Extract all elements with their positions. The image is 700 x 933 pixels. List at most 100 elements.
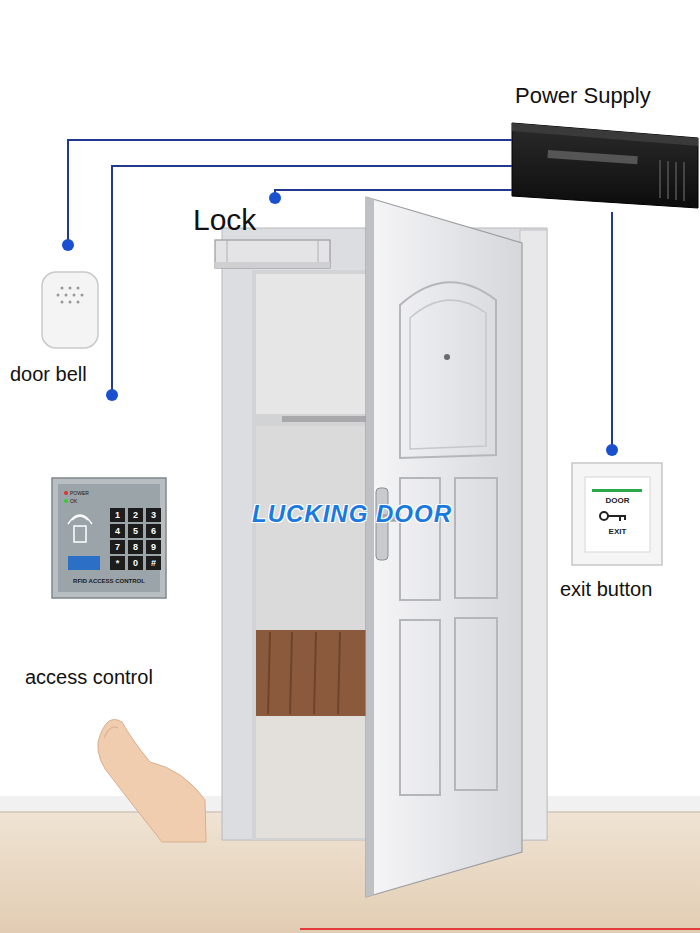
key-digit: * [110, 556, 125, 570]
door-bell-unit-part [61, 287, 64, 290]
door-frame-part [268, 632, 270, 714]
door-panel-part [400, 282, 496, 458]
power-supply-box-part [512, 123, 698, 146]
keypad-unit-part [110, 556, 125, 570]
wire [68, 140, 512, 250]
door-bell-unit-part [81, 294, 84, 297]
door-panel-part [455, 618, 497, 790]
pointing-hand-part [98, 720, 206, 843]
keypad-unit-part [146, 524, 161, 538]
pointing-hand-part [104, 727, 118, 738]
key-digit: 5 [128, 524, 143, 538]
door-frame-part [314, 632, 316, 714]
button-label: EXIT [585, 528, 650, 536]
door-frame-part [290, 632, 292, 714]
door-frame-part [338, 632, 340, 714]
wire-end-dot [62, 239, 74, 251]
key-digit: 8 [128, 540, 143, 554]
door-bell-unit-part [77, 287, 80, 290]
device-label: Lock [193, 203, 256, 236]
door-bell-unit [42, 272, 98, 348]
wire [611, 212, 613, 455]
wire-end-dot [606, 444, 618, 456]
door-panel-part [400, 478, 440, 600]
watermark: LUCKING DOOR [252, 502, 452, 526]
power-supply-box-part [659, 160, 661, 198]
wire-end-dot [269, 192, 281, 204]
lock-node: Lock [190, 203, 335, 271]
wire-end-dot [106, 389, 118, 401]
keypad-unit-part [146, 556, 161, 570]
door-bell-unit-part [65, 294, 68, 297]
key-digit: 9 [146, 540, 161, 554]
power-supply-box-part [547, 150, 637, 164]
power-supply-box-part [667, 161, 669, 199]
wire [112, 166, 512, 400]
keypad-unit-part [52, 478, 166, 598]
key-digit: 0 [128, 556, 143, 570]
key-digit: 2 [128, 508, 143, 522]
keypad-unit-part [128, 540, 143, 554]
door-bell-unit-part [73, 294, 76, 297]
door-frame-part [520, 230, 547, 840]
device-label: door bell [10, 363, 87, 385]
keypad-unit-part [146, 540, 161, 554]
door-panel-part [366, 197, 374, 897]
door-bell-unit-part [42, 272, 98, 348]
door-panel-part [410, 300, 486, 449]
door-frame-part [252, 270, 372, 840]
keypad-unit-part [68, 515, 92, 524]
door-frame-part [256, 630, 368, 716]
keypad-unit-part [128, 524, 143, 538]
keypad-unit [52, 478, 166, 598]
exit-button-plate-part [592, 489, 642, 492]
exit-button-plate [572, 463, 662, 565]
lock-bar [215, 240, 330, 268]
door-frame-part [282, 416, 370, 422]
keypad-unit-part [110, 524, 125, 538]
door-panel [366, 197, 522, 897]
power-supply-box-part [683, 162, 685, 201]
keypad-unit-part [64, 491, 68, 495]
keypad-unit-part [110, 540, 125, 554]
keypad-unit-part [74, 526, 86, 542]
exit-button-plate-part [572, 463, 662, 565]
door-frame-part [256, 426, 368, 630]
device-model-label: RFID ACCESS CONTROL [58, 578, 160, 584]
exit-button-plate-part [619, 516, 621, 521]
key-digit: 7 [110, 540, 125, 554]
device-label: access control [25, 666, 153, 688]
door-panel-part [400, 620, 440, 795]
power-supply-node: Power Supply [512, 80, 698, 212]
button-label: DOOR [585, 497, 650, 505]
door-bell-unit-part [69, 301, 72, 304]
power-supply-box [512, 123, 698, 208]
door-panel-part [444, 354, 450, 360]
led-label: OK [70, 499, 77, 504]
power-supply-box-part [675, 162, 677, 200]
exit-button-plate-part [624, 516, 626, 520]
lock-bar-part [215, 262, 330, 268]
key-digit: 1 [110, 508, 125, 522]
wire [275, 190, 512, 203]
door-bell-unit-part [69, 287, 72, 290]
exit-button-plate-part [600, 512, 608, 520]
exit-button-plate-part [608, 515, 626, 517]
keypad-unit-part [110, 508, 125, 522]
keypad-unit-part [58, 484, 160, 592]
keypad-unit-part [64, 499, 68, 503]
keypad-unit-part [68, 556, 100, 570]
door-bell-node: door bell [5, 250, 105, 390]
access-control-node: access control [20, 400, 185, 700]
door-frame-part [256, 274, 368, 414]
device-label: exit button [560, 578, 652, 600]
led-label: POWER [70, 491, 89, 496]
keypad-unit-part [146, 508, 161, 522]
door-bell-unit-part [61, 301, 64, 304]
door-frame-part [256, 716, 368, 838]
